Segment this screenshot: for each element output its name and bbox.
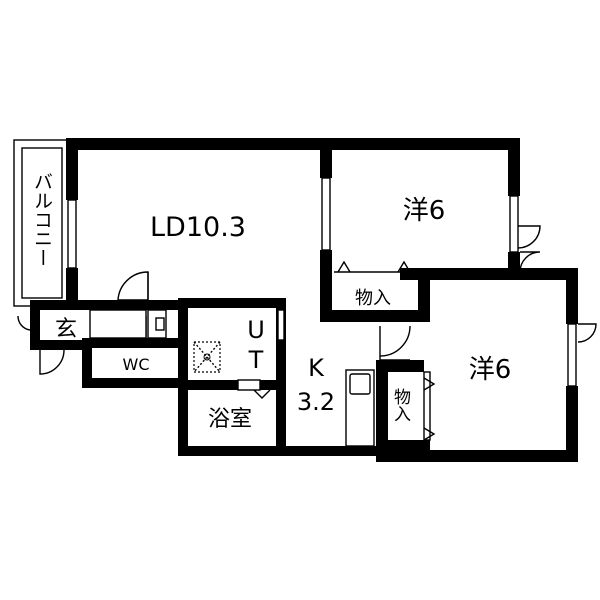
- balcony-label: バルコニー: [31, 172, 53, 267]
- balcony: [13, 139, 71, 307]
- ut-door-mark: [253, 389, 271, 399]
- kitchen-counter: [345, 369, 375, 447]
- kitchen-k-label: K: [308, 354, 325, 382]
- western-right-label: 洋6: [469, 355, 512, 385]
- windows: [67, 177, 577, 387]
- closet-side-doors: [423, 371, 436, 441]
- ut-t-label: T: [248, 346, 264, 374]
- wc-label: WC: [123, 355, 150, 374]
- closet-top-doors: [334, 260, 416, 273]
- closet-top-label: 物入: [355, 288, 391, 309]
- closet-side-label: 物入: [390, 388, 411, 422]
- walls: [30, 138, 578, 462]
- kitchen-size-label: 3.2: [297, 388, 335, 416]
- washer-pan: [193, 341, 221, 373]
- entrance-label: 玄: [55, 317, 77, 342]
- ut-u-label: U: [247, 316, 265, 344]
- ld-label: LD10.3: [150, 212, 246, 243]
- bath-label: 浴室: [208, 407, 252, 432]
- hall-fixtures: [89, 309, 167, 339]
- western-top-label: 洋6: [403, 196, 446, 226]
